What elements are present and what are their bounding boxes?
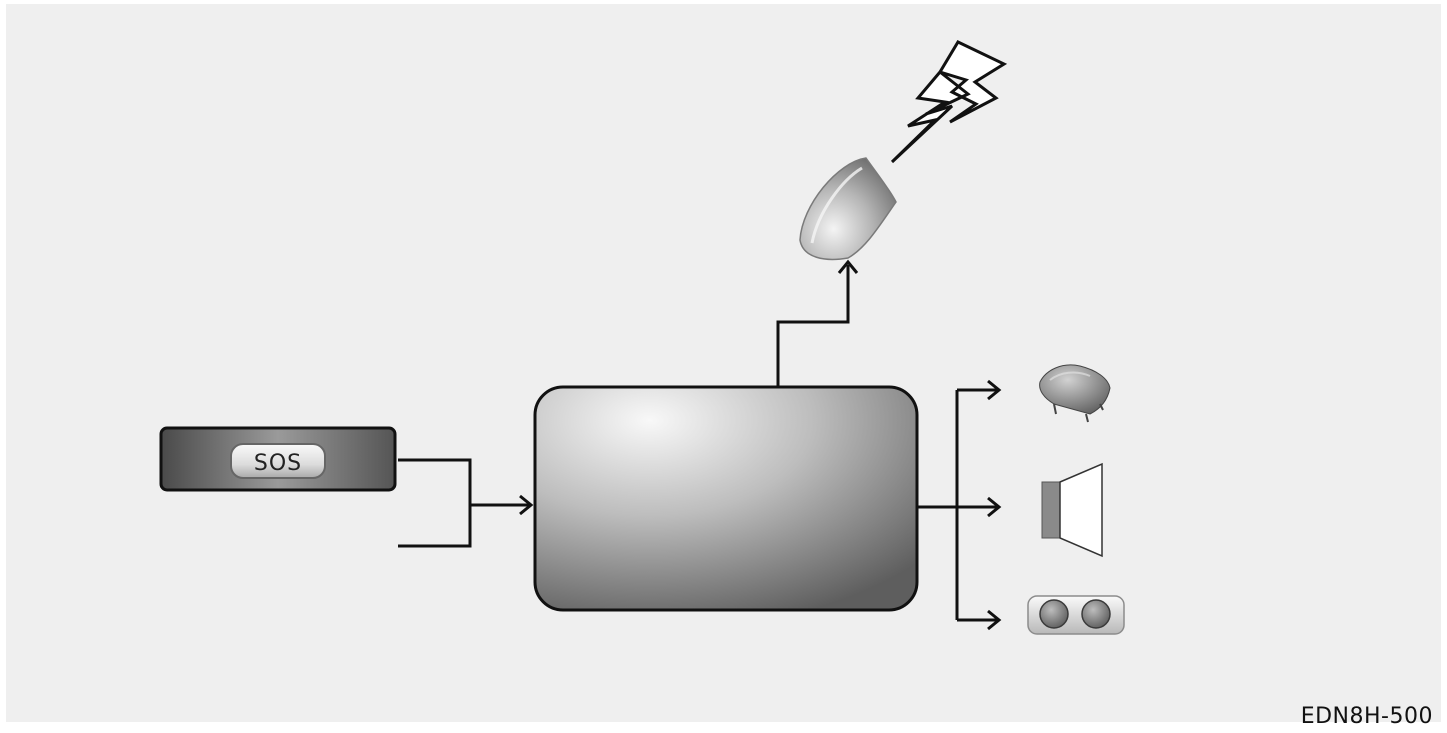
reference-code: EDN8H-500 [1300, 704, 1433, 729]
led-indicator-icon [1027, 595, 1125, 635]
connection-lines [398, 265, 998, 622]
antenna-icon [799, 157, 897, 261]
input-two-line [398, 505, 472, 548]
unit-to-antenna-line [776, 265, 850, 386]
microphone-icon [1039, 364, 1111, 423]
speaker-icon [1041, 462, 1103, 558]
sos-to-unit-line [398, 458, 472, 505]
signal-lightning-icon [890, 40, 1008, 164]
led-right [1081, 599, 1111, 629]
sos-button-label: SOS [254, 451, 302, 476]
arrow-to-microphone [987, 379, 1002, 401]
led-left [1039, 599, 1069, 629]
arrowheads [519, 259, 1002, 631]
sos-button[interactable]: SOS [230, 443, 326, 479]
sos-button-panel: SOS [159, 426, 397, 492]
arrow-to-antenna [837, 259, 859, 274]
telematics-control-unit [533, 385, 919, 612]
arrow-to-led [987, 609, 1002, 631]
arrow-to-unit [519, 494, 534, 516]
arrow-to-speaker [987, 496, 1002, 518]
